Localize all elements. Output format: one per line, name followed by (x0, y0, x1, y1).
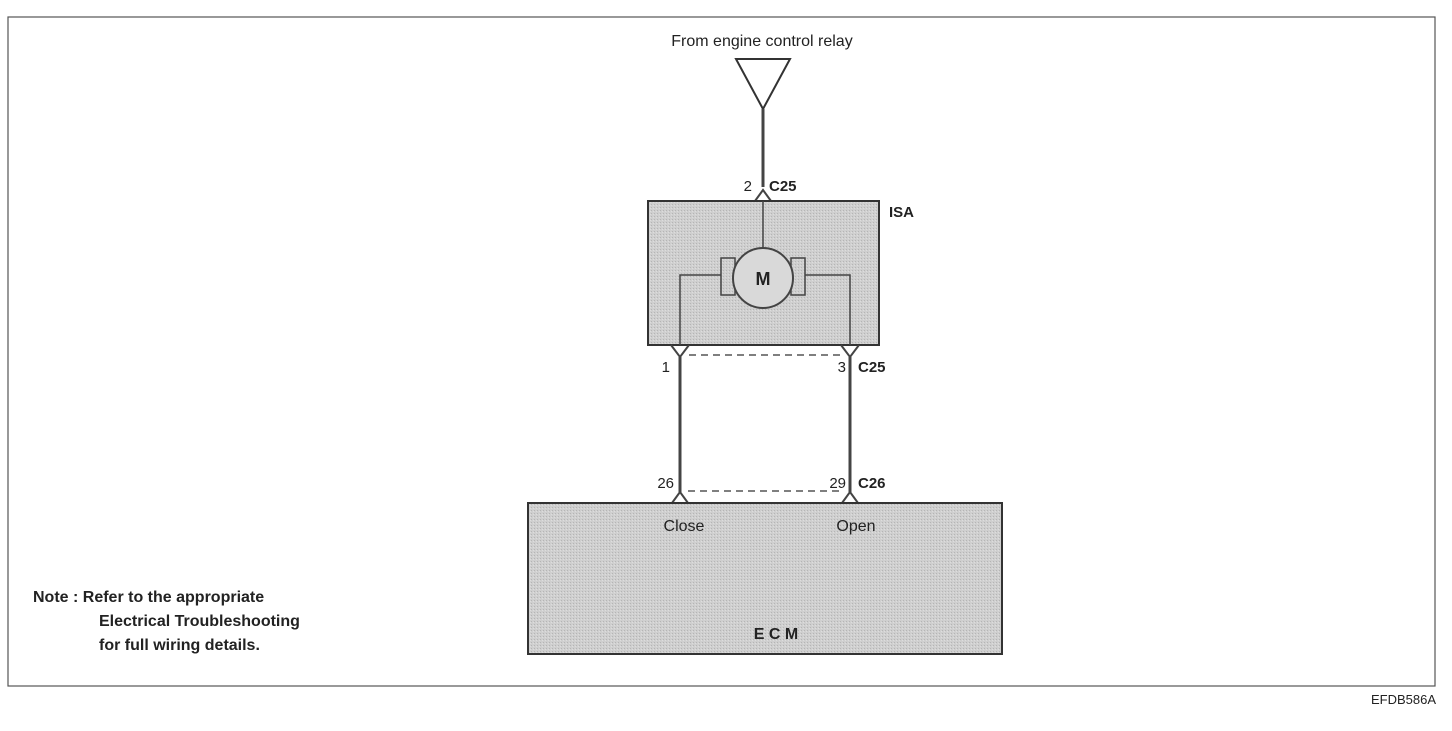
note-line-3: for full wiring details. (99, 637, 260, 654)
ecm-label: E C M (754, 626, 798, 643)
connector-c25-bottom-label: C25 (858, 359, 886, 376)
isa-internal-wire-left (679, 274, 721, 345)
connector-pin-29-mark (841, 490, 859, 504)
connector-pin-1-mark (670, 344, 690, 359)
connector-pin-26-mark (671, 490, 689, 504)
note-line-1: Note : Refer to the appropriate (33, 589, 264, 606)
pin-29-label: 29 (829, 475, 846, 492)
pin-1-label: 1 (662, 359, 670, 376)
isa-label: ISA (889, 204, 914, 221)
motor-symbol (732, 247, 794, 309)
ecm-open-label: Open (836, 518, 875, 535)
connector-pin-2-mark (754, 188, 772, 202)
connector-c26-label: C26 (858, 475, 886, 492)
figure-code: EFDB586A (1371, 692, 1436, 707)
pin-3-label: 3 (838, 359, 846, 376)
motor-label: M (756, 269, 771, 289)
power-source-symbol (734, 58, 792, 112)
ecm-close-label: Close (664, 518, 705, 535)
connector-c25-top-label: C25 (769, 178, 797, 195)
source-label: From engine control relay (671, 33, 852, 50)
connector-pin-3-mark (840, 344, 860, 359)
pin-2-label: 2 (744, 178, 752, 195)
diagram-frame (7, 16, 1436, 687)
pin-26-label: 26 (657, 475, 674, 492)
isa-internal-wire-right (805, 274, 851, 345)
ecm-box (527, 502, 1003, 655)
note-line-2: Electrical Troubleshooting (99, 613, 300, 630)
